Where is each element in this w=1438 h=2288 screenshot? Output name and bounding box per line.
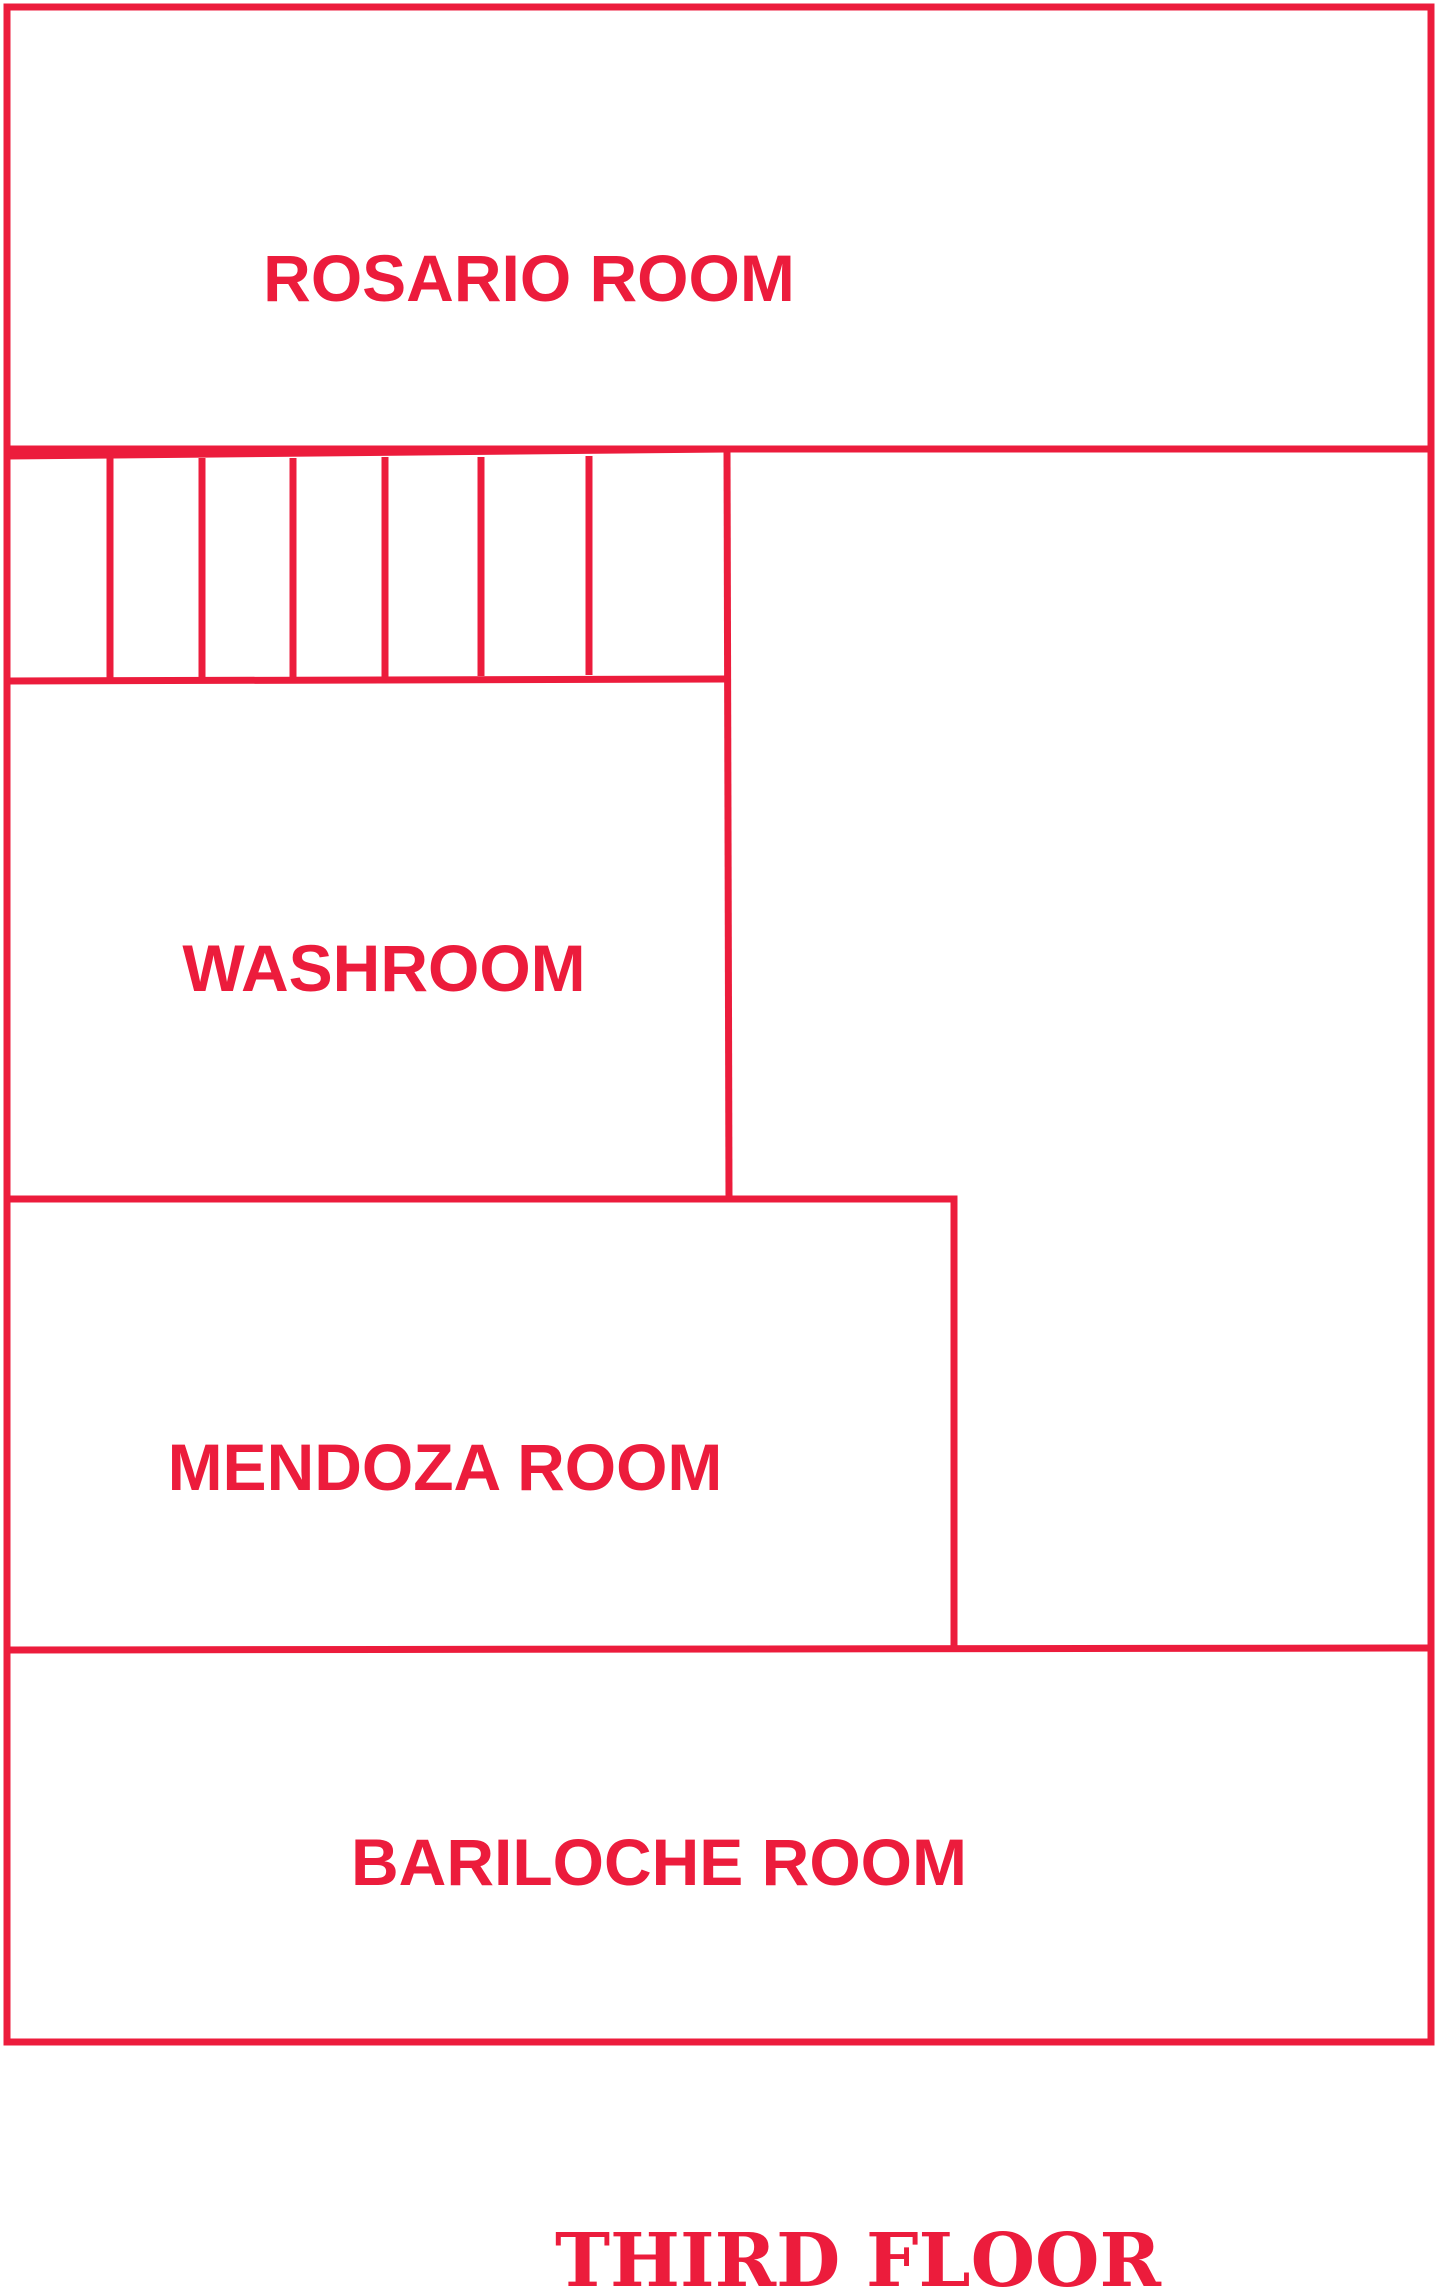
floor-title: THIRD FLOOR — [555, 2218, 1162, 2288]
bariloche-room-label: BARILOCHE ROOM — [351, 1825, 967, 1899]
washroom-right-wall — [723, 448, 733, 1200]
rosario-divider — [6, 445, 728, 460]
rosario-room[interactable] — [3, 3, 1435, 453]
stalls-bottom — [6, 675, 728, 685]
stalls — [106, 456, 593, 678]
washroom-label: WASHROOM — [182, 931, 585, 1005]
mendoza-room-wall — [7, 1195, 958, 1648]
mendoza-room-label: MENDOZA ROOM — [168, 1430, 723, 1504]
rosario-room-label: ROSARIO ROOM — [263, 241, 795, 315]
outer-wall — [3, 3, 1435, 2046]
bariloche-top-wall — [6, 1644, 1432, 1654]
mendoza-room[interactable] — [7, 1199, 954, 1648]
